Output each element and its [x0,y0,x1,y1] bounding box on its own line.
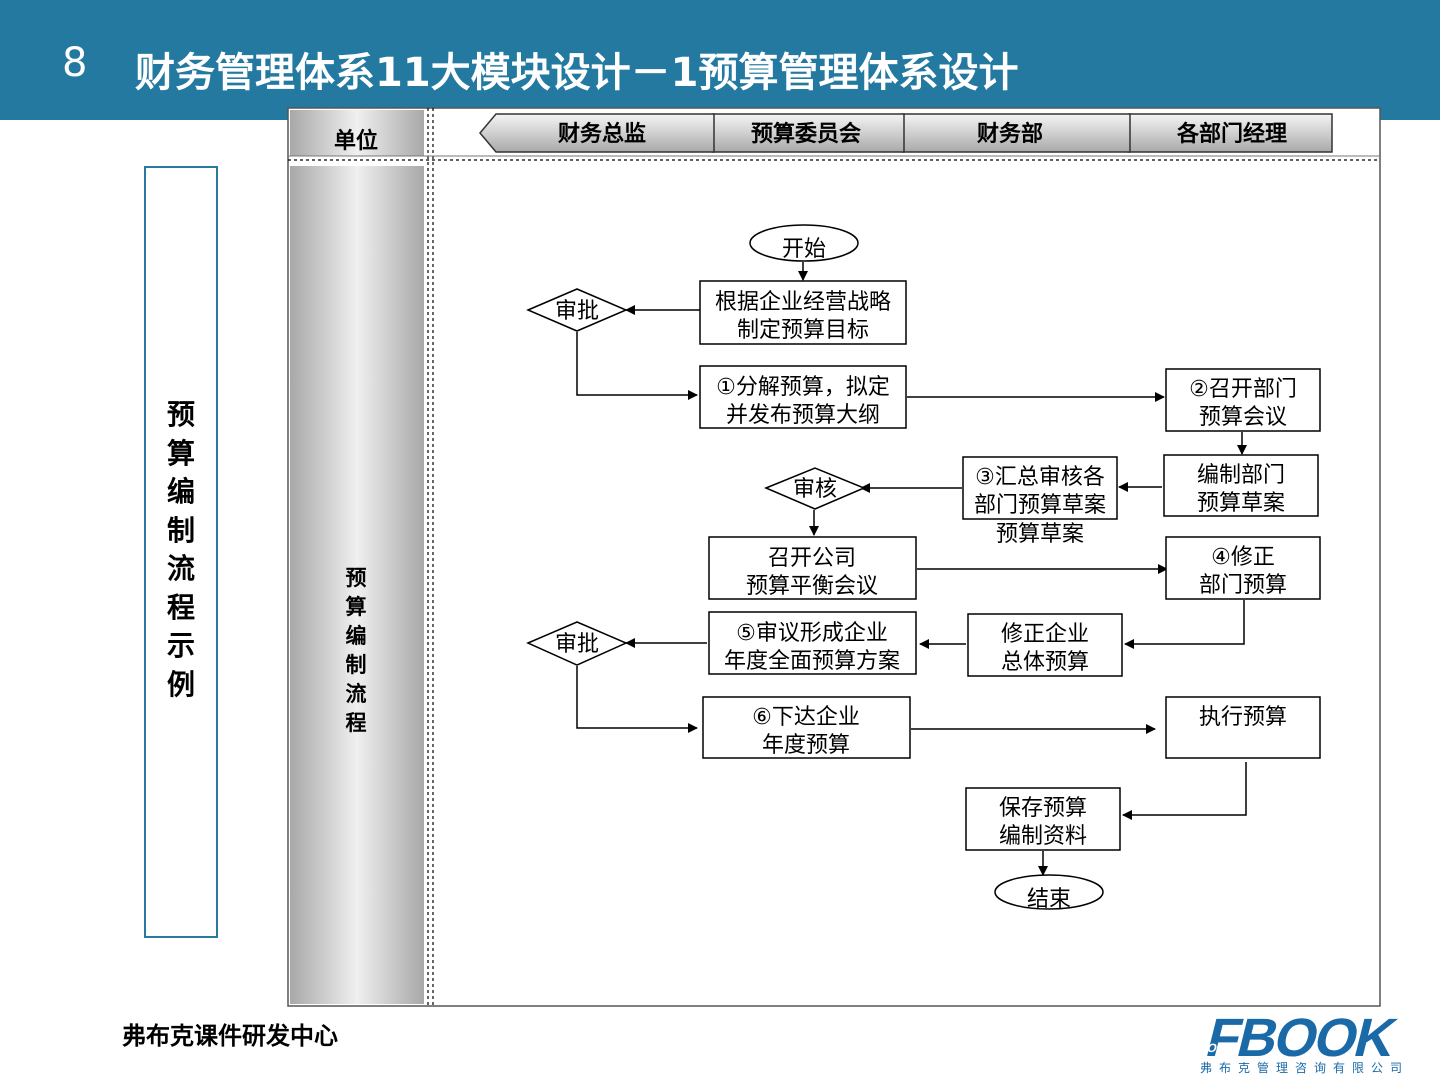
step2-box [1165,368,1321,432]
side-label-box: 预算编制流程示例 [144,166,218,938]
balance-text-2: 预算平衡会议 [746,574,878,599]
row-label-char: 预 [346,566,367,590]
step2-text-2: 预算会议 [1199,405,1287,430]
strategy-text-2: 制定预算目标 [737,318,869,343]
balance-meeting-box [708,536,917,600]
title-bar: 8 财务管理体系11大模块设计－1预算管理体系设计 [0,0,1440,120]
execute-text: 执行预算 [1199,705,1287,730]
approve-diamond-1 [526,288,628,332]
strategy-text-1: 根据企业经营战略 [715,290,891,315]
side-label-char: 程 [166,590,195,624]
balance-text-1: 召开公司 [768,546,856,571]
unit-header-cell [290,110,424,156]
row-label-char: 流 [346,682,367,706]
revise-text-2: 总体预算 [1001,650,1089,675]
row-label-cell [290,166,424,1004]
revise-total-box [967,613,1123,677]
side-label-char: 编 [166,475,195,508]
step5-text-1: ⑤审议形成企业 [736,621,888,646]
lane-label-cfo: 财务总监 [558,121,646,147]
dept-draft-text-1: 编制部门 [1197,463,1285,488]
dept-draft-box [1163,454,1319,517]
approve-diamond-2 [526,621,628,666]
step1-text-1: ①分解预算，拟定 [716,375,890,400]
company-logo: FBOOK OR 弗布克管理咨询有限公司 [1200,1007,1409,1075]
start-terminator [749,224,859,262]
end-label: 结束 [1027,887,1071,912]
save-text-2: 编制资料 [999,824,1087,849]
step5-box [708,611,917,675]
step4-text-2: 部门预算 [1199,573,1287,598]
save-text-1: 保存预算 [999,796,1087,821]
side-label-char: 例 [166,667,195,701]
side-label: 预算编制流程示例 [146,396,216,704]
lane-label-finance-dept: 财务部 [977,121,1043,147]
step4-box [1165,536,1321,600]
page-title: 财务管理体系11大模块设计－1预算管理体系设计 [135,50,1019,96]
step3-text-1: ③汇总审核各 [975,465,1105,490]
row-label-char: 制 [346,653,367,677]
step6-box [702,696,911,759]
lane-label-dept-managers: 各部门经理 [1176,121,1287,147]
row-label-char: 程 [346,711,367,735]
side-label-char: 预 [166,398,195,431]
lane-label-budget-committee: 预算委员会 [751,121,861,147]
review-diamond [764,467,866,510]
step1-text-2: 并发布预算大纲 [726,403,880,428]
step3-text-2: 部门预算草案 [974,493,1106,518]
strategy-box [699,280,907,345]
dept-draft-text-2: 预算草案 [1197,491,1285,516]
logo-small-text: OR [1206,1041,1228,1055]
footer-center-name: 弗布克课件研发中心 [122,1022,338,1050]
start-label: 开始 [782,237,826,262]
lane-chevron-1 [479,113,715,153]
connectors [576,262,1247,876]
step6-text-1: ⑥下达企业 [752,705,860,730]
unit-header: 单位 [334,128,378,154]
side-label-char: 算 [166,436,195,470]
step6-text-2: 年度预算 [762,733,850,758]
save-box [965,787,1121,851]
row-label-char: 算 [346,595,367,619]
logo-company-name: 弗布克管理咨询有限公司 [1200,1060,1409,1075]
step1-box [699,365,907,429]
side-label-char: 示 [166,629,195,662]
side-label-char: 制 [166,513,195,547]
approve-label-2: 审批 [555,632,599,657]
row-label-char: 编 [346,624,367,648]
review-label: 审核 [793,477,837,502]
execute-box [1165,696,1321,759]
step2-text-1: ②召开部门 [1189,377,1297,402]
section-number: 8 [62,40,88,86]
end-terminator [994,874,1104,910]
step3-box [962,456,1118,520]
side-label-char: 流 [166,552,195,585]
step3-extra-text: 预算草案 [996,522,1084,547]
approve-label-1: 审批 [555,299,599,324]
revise-text-1: 修正企业 [1001,622,1089,647]
logo-text: FBOOK [1201,1007,1404,1068]
step4-text-1: ④修正 [1211,545,1275,570]
step5-text-2: 年度全面预算方案 [724,649,900,674]
